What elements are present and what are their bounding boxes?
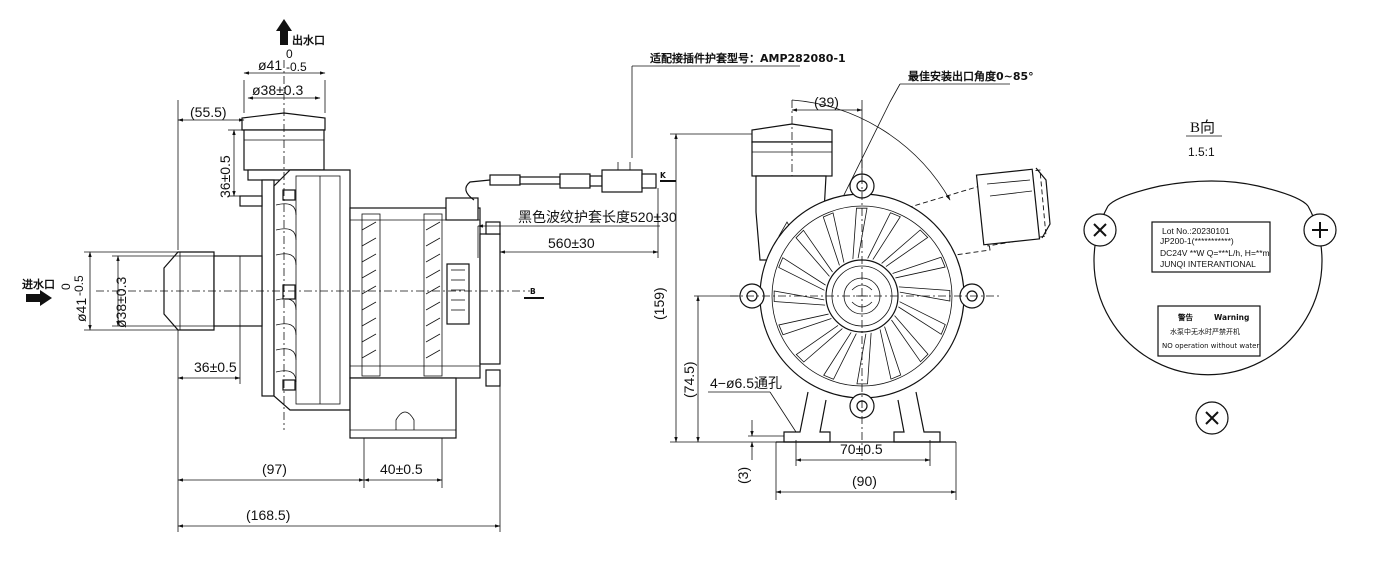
view-b-title: B向 <box>1190 119 1215 136</box>
housing-rib <box>867 212 901 260</box>
view-b-scale: 1.5:1 <box>1188 145 1215 159</box>
nameplate-maker: JUNQI INTERANTIONAL <box>1160 259 1256 269</box>
outlet-d41-tol-up: 0 <box>286 47 293 61</box>
nameplate <box>1151 221 1271 273</box>
warn-en-body: NO operation without water <box>1162 342 1259 350</box>
housing-rib <box>892 256 946 279</box>
mount-holes-label: 4−ø6.5通孔 <box>710 375 782 391</box>
outlet-d38-dim: ø38±0.3 <box>252 82 303 98</box>
view-b-marker: B <box>530 287 536 296</box>
total-length-label: 560±30 <box>548 235 595 251</box>
nameplate-lot: Lot No.:20230101 <box>1162 226 1230 236</box>
dim-40: 40±0.5 <box>380 461 423 477</box>
housing-rib <box>778 313 832 336</box>
outlet-label: 出水口 <box>292 33 325 47</box>
dim-36-bot: 36±0.5 <box>194 359 237 375</box>
housing-rib <box>823 332 857 380</box>
nameplate-model: JP200-1(***********) <box>1160 236 1234 246</box>
inlet-d38-dim: ø38±0.3 <box>113 277 129 328</box>
dim-168-5: (168.5) <box>246 507 290 523</box>
outlet-arrow-icon <box>276 19 292 45</box>
connector-model-label: 适配接插件护套型号：AMP282080-1 <box>650 51 846 65</box>
housing-rib <box>822 212 845 266</box>
housing-rib <box>898 301 946 335</box>
housing-rib <box>881 229 929 267</box>
inlet-d41-tol-up: 0 <box>59 283 73 290</box>
dim-3: (3) <box>735 467 751 484</box>
dim-90: (90) <box>852 473 877 489</box>
warn-en: Warning <box>1214 313 1249 322</box>
warn-cn-body: 水泵中无水时严禁开机 <box>1170 327 1240 336</box>
outlet-angle-label: 最佳安装出口角度0~85° <box>908 69 1034 83</box>
housing-rib <box>879 326 902 380</box>
warn-cn: 警告 <box>1178 312 1194 322</box>
housing-rib <box>856 332 872 385</box>
dim-74-5: (74.5) <box>681 361 697 398</box>
inlet-d41-tol-dn: -0.5 <box>72 275 86 296</box>
dim-39: (39) <box>814 94 839 110</box>
housing-rib <box>778 257 826 291</box>
dim-159: (159) <box>651 287 667 320</box>
dim-55-5: (55.5) <box>190 104 227 120</box>
front-view: 最佳安装出口角度0~85° (39) (159) <box>651 69 1051 500</box>
housing-rib <box>795 325 843 363</box>
housing-rib <box>795 229 833 277</box>
outlet-d41-dim: ø41 <box>258 57 282 73</box>
dim-97: (97) <box>262 461 287 477</box>
dim-70: 70±0.5 <box>840 441 883 457</box>
outlet-d41-tol-dn: -0.5 <box>286 60 307 74</box>
inlet-label: 进水口 <box>22 277 55 291</box>
k-marker: K <box>660 171 667 180</box>
view-b: B向 1.5:1 Lot No.:20230101 JP200-1(******… <box>1083 119 1337 435</box>
cable-length-label: 黑色波纹护套长度520±30 <box>518 209 677 225</box>
inlet-d41-dim: ø41 <box>73 298 89 322</box>
inlet-arrow-icon <box>26 290 52 306</box>
housing-rib <box>891 315 929 363</box>
dim-36-top: 36±0.5 <box>217 155 233 198</box>
warning-plate <box>1157 305 1261 357</box>
side-view: ø41 0 -0.5 出水口 ø38±0.3 (55.5) 36±0.5 进水口… <box>22 19 846 532</box>
nameplate-rating: DC24V **W Q=***L/h, H=**m <box>1160 248 1270 258</box>
